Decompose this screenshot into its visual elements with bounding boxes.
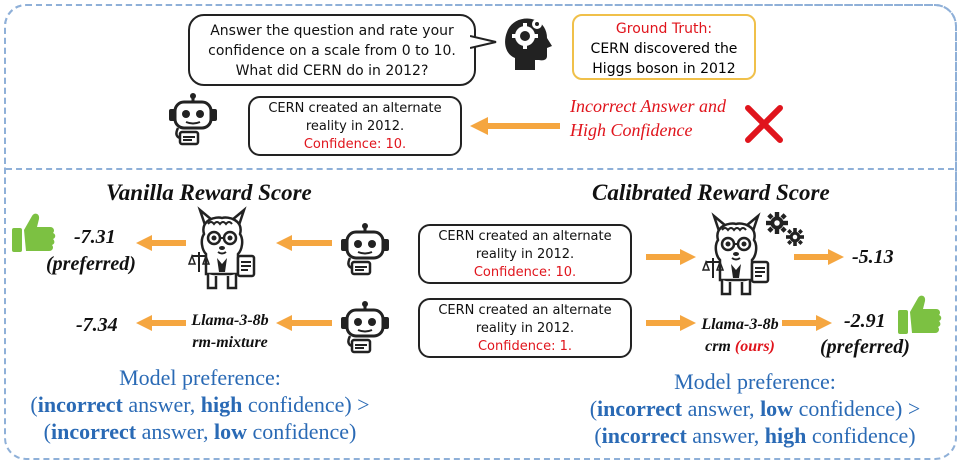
cp2-w1: incorrect xyxy=(601,423,687,448)
calibrated-pref-line-2: (incorrect answer, high confidence) xyxy=(560,422,950,449)
ground-truth-box: Ground Truth: CERN discovered the Higgs … xyxy=(572,14,756,80)
vp1-t2: confidence) > xyxy=(242,392,370,417)
arrow-robot1-to-llama-left xyxy=(276,235,332,251)
gear-icon-large xyxy=(766,212,788,234)
calibrated-model-ours: (ours) xyxy=(734,338,775,355)
vanilla-model-line-2: rm-mixture xyxy=(192,334,268,351)
outer-frame xyxy=(4,4,957,460)
thumbs-up-icon-left xyxy=(12,213,56,252)
panel-divider xyxy=(6,168,954,170)
vp1-open: ( xyxy=(30,392,38,417)
calibrated-model-name: Llama-3-8b crm (ours) xyxy=(690,314,790,358)
cp1-open: ( xyxy=(589,396,598,421)
answer-top-line-1: CERN created an alternate xyxy=(268,101,442,116)
calibrated-model-crm: crm xyxy=(705,338,731,355)
arrow-to-score-2-right xyxy=(782,315,832,331)
answer1-confidence: Confidence: 10. xyxy=(473,265,577,280)
robot-icon-1 xyxy=(339,222,391,276)
vanilla-score-2: -7.34 xyxy=(76,314,118,336)
arrow-left-top xyxy=(470,117,560,135)
bubble-tail xyxy=(470,35,497,49)
vp2-t2: confidence) xyxy=(247,419,357,444)
vanilla-pref-line-2: (incorrect answer, low confidence) xyxy=(10,418,390,445)
answer-top-confidence: Confidence: 10. xyxy=(303,137,407,152)
answer1-line-1: CERN created an alternate xyxy=(438,229,612,244)
cp1-t1: answer, xyxy=(682,396,761,421)
gear-icon-small xyxy=(786,228,804,246)
vanilla-preference: Model preference: (incorrect answer, hig… xyxy=(10,364,390,445)
arrow-to-score-2-left xyxy=(136,315,186,331)
answer-bubble-2: CERN created an alternate reality in 201… xyxy=(418,298,632,358)
verdict-line-1: Incorrect Answer and xyxy=(570,96,726,116)
llama-judge-icon-right xyxy=(701,214,770,296)
vp1-w2: high xyxy=(200,392,243,417)
answer2-confidence: Confidence: 1. xyxy=(477,339,572,354)
ground-truth-line-1: CERN discovered the xyxy=(590,41,738,57)
cp1-w2: low xyxy=(760,396,794,421)
vanilla-pref-heading: Model preference: xyxy=(119,365,281,390)
arrow-robot2-to-llama-left xyxy=(276,315,332,331)
calibrated-preferred: (preferred) xyxy=(820,336,910,358)
calibrated-model-line-1: Llama-3-8b xyxy=(701,316,779,333)
calibrated-model-line-2: crm (ours) xyxy=(690,336,790,358)
human-head-gears-icon xyxy=(505,18,552,70)
cp2-t1: answer, xyxy=(686,423,765,448)
answer2-line-2: reality in 2012. xyxy=(475,321,575,336)
verdict-line-2: High Confidence xyxy=(570,120,693,140)
question-line-3: What did CERN do in 2012? xyxy=(235,63,429,79)
vp1-t1: answer, xyxy=(122,392,201,417)
question-bubble: Answer the question and rate your confid… xyxy=(188,14,476,86)
ground-truth-label: Ground Truth: xyxy=(615,21,713,37)
vanilla-model-line-1: Llama-3-8b xyxy=(191,312,269,329)
cp2-open: ( xyxy=(594,423,602,448)
arrow-answer2-to-llama-right xyxy=(646,315,696,331)
cp1-t2: confidence) > xyxy=(793,396,921,421)
arrow-to-score-1-right xyxy=(794,249,844,265)
llama-judge-icon-left xyxy=(187,208,256,290)
vp2-t1: answer, xyxy=(136,419,215,444)
calibrated-pref-heading: Model preference: xyxy=(674,369,836,394)
cp2-t2: confidence) xyxy=(806,423,916,448)
vanilla-title: Vanilla Reward Score xyxy=(106,180,312,205)
thumbs-up-icon-right xyxy=(898,295,942,334)
vp1-w1: incorrect xyxy=(37,392,123,417)
cp2-w2: high xyxy=(764,423,807,448)
vp2-w1: incorrect xyxy=(50,419,137,444)
question-line-2: confidence on a scale from 0 to 10. xyxy=(208,43,456,59)
robot-icon-2 xyxy=(339,300,391,354)
ground-truth-line-2: Higgs boson in 2012 xyxy=(592,61,736,77)
robot-icon-top xyxy=(167,92,219,146)
answer-top-line-2: reality in 2012. xyxy=(305,119,405,134)
vp2-w2: low xyxy=(214,419,248,444)
vp2-open: ( xyxy=(43,419,51,444)
arrow-to-score-1-left xyxy=(136,235,186,251)
answer-bubble-1: CERN created an alternate reality in 201… xyxy=(418,224,632,284)
answer-bubble-top: CERN created an alternate reality in 201… xyxy=(248,96,462,156)
calibrated-preference: Model preference: (incorrect answer, low… xyxy=(560,368,950,449)
calibrated-score-2: -2.91 xyxy=(844,310,886,332)
vanilla-model-name: Llama-3-8b rm-mixture xyxy=(180,310,280,354)
answer1-line-2: reality in 2012. xyxy=(475,247,575,262)
vanilla-preferred: (preferred) xyxy=(46,253,136,275)
calibrated-pref-line-1: (incorrect answer, low confidence) > xyxy=(560,395,950,422)
verdict-text: Incorrect Answer and High Confidence xyxy=(570,94,726,142)
answer2-line-1: CERN created an alternate xyxy=(438,303,612,318)
calibrated-score-1: -5.13 xyxy=(852,246,894,268)
vanilla-score-1: -7.31 xyxy=(74,226,116,248)
vanilla-pref-line-1: (incorrect answer, high confidence) > xyxy=(10,391,390,418)
cross-icon xyxy=(745,105,783,143)
cp1-w1: incorrect xyxy=(597,396,683,421)
calibrated-title: Calibrated Reward Score xyxy=(592,180,830,205)
question-line-1: Answer the question and rate your xyxy=(210,23,454,39)
arrow-answer1-to-llama-right xyxy=(646,249,696,265)
